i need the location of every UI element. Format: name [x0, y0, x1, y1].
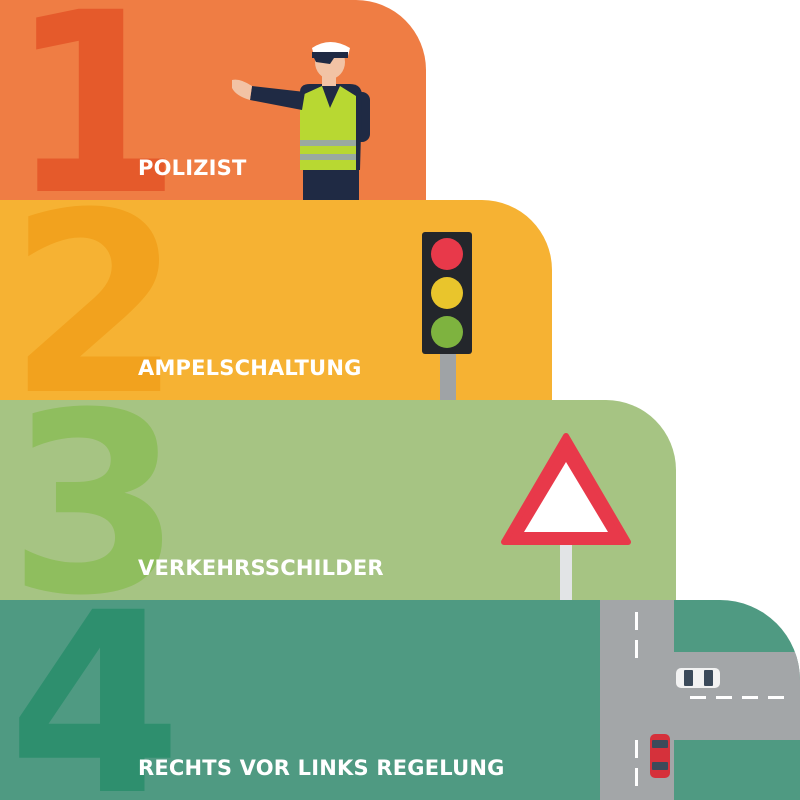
tier-4-label: RECHTS VOR LINKS REGELUNG: [138, 756, 505, 780]
intersection-icon: [600, 600, 800, 800]
tier-1-label: POLIZIST: [138, 156, 247, 180]
tier-1: 1 POLIZIST: [0, 0, 426, 200]
police-officer-icon: [232, 42, 370, 200]
warning-sign-icon: [501, 433, 631, 600]
tier-2: 2 AMPELSCHALTUNG: [0, 200, 552, 400]
tier-4-number: 4: [8, 600, 182, 800]
tier-3-number: 3: [8, 400, 182, 600]
tier-3-label: VERKEHRSSCHILDER: [138, 556, 384, 580]
tier-1-number: 1: [8, 0, 182, 200]
tier-2-number: 2: [8, 200, 182, 400]
traffic-light-icon: [422, 232, 472, 400]
tier-2-label: AMPELSCHALTUNG: [138, 356, 362, 380]
tier-3: 3 VERKEHRSSCHILDER: [0, 400, 676, 600]
tier-4: 4 RECHTS VOR LINKS REGELUNG: [0, 600, 800, 800]
